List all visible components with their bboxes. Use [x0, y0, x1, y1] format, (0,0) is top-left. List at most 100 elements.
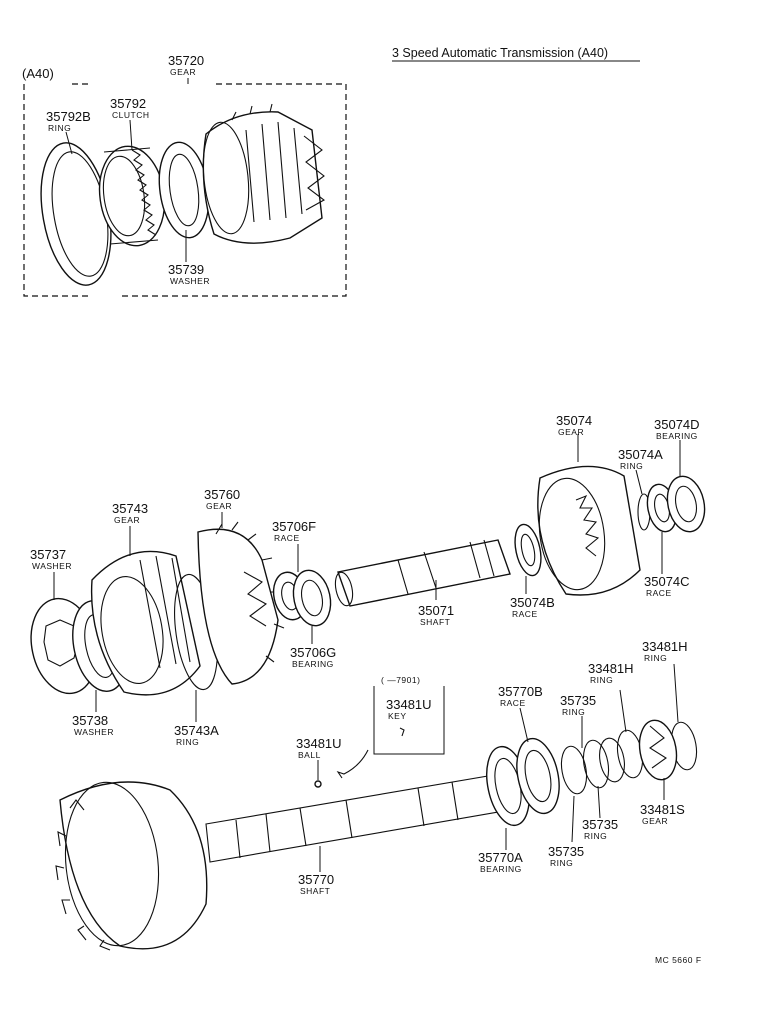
part-number: 35074 — [556, 413, 592, 428]
part-name: RACE — [512, 609, 538, 619]
part-number: 35735 — [560, 693, 596, 708]
part-number: 35706G — [290, 645, 336, 660]
a40-box-label: (A40) — [22, 66, 54, 81]
part-35770-shaft — [55, 775, 499, 951]
leader-35735-c — [571, 795, 575, 843]
leader-33481H-a — [619, 689, 627, 733]
part-number: 35792 — [110, 96, 146, 111]
part-name: RING — [562, 707, 585, 717]
part-name: BEARING — [656, 431, 698, 441]
part-name: RING — [48, 123, 71, 133]
leader-35792 — [129, 119, 133, 151]
part-name: RING — [176, 737, 199, 747]
part-number: 35770A — [478, 850, 523, 865]
key-install-arrow — [336, 749, 369, 779]
part-35074-gear — [537, 465, 641, 596]
part-name: RING — [644, 653, 667, 663]
part-35735-ring-set — [560, 737, 625, 795]
part-number: 35706F — [272, 519, 316, 534]
leader-35074A — [635, 469, 643, 495]
part-number: 35770B — [498, 684, 543, 699]
part-name: WASHER — [74, 727, 114, 737]
part-name: GEAR — [558, 427, 584, 437]
part-number: 35074C — [644, 574, 690, 589]
part-number: 35735 — [582, 817, 618, 832]
part-name: BEARING — [292, 659, 334, 669]
part-number: 35738 — [72, 713, 108, 728]
part-35074D-bearing — [666, 475, 706, 533]
part-name: RING — [620, 461, 643, 471]
part-number: 33481U — [386, 697, 432, 712]
part-name: GEAR — [170, 67, 196, 77]
part-number: 35071 — [418, 603, 454, 618]
part-name: RACE — [500, 698, 526, 708]
part-number: 35720 — [168, 53, 204, 68]
part-name: GEAR — [114, 515, 140, 525]
part-number: 35739 — [168, 262, 204, 277]
part-name: KEY — [388, 711, 407, 721]
part-number: 33481U — [296, 736, 342, 751]
part-35743-gear — [90, 550, 201, 696]
leader-35792B — [65, 131, 73, 155]
part-name: CLUTCH — [112, 110, 149, 120]
footer-code: MC 5660 F — [655, 955, 702, 965]
part-number: 35770 — [298, 872, 334, 887]
part-number: 35743A — [174, 723, 219, 738]
part-name: RING — [590, 675, 613, 685]
part-35706G-bearing — [292, 569, 332, 627]
part-name: GEAR — [642, 816, 668, 826]
part-35071-shaft — [334, 539, 511, 607]
leader-35770B — [519, 707, 529, 743]
part-name: RING — [550, 858, 573, 868]
diagram-title: 3 Speed Automatic Transmission (A40) — [392, 46, 608, 60]
leader-33481H-b — [673, 663, 679, 723]
part-number: 33481S — [640, 802, 685, 817]
part-name: SHAFT — [300, 886, 330, 896]
part-name: RACE — [646, 588, 672, 598]
part-number: 33481H — [642, 639, 688, 654]
part-35760-gear — [197, 521, 285, 685]
part-number: 35074A — [618, 447, 663, 462]
part-33481S-gear — [638, 719, 678, 781]
a40-box-border — [23, 83, 347, 297]
part-name: BALL — [298, 750, 321, 760]
part-number: 33481H — [588, 661, 634, 676]
part-name: SHAFT — [420, 617, 450, 627]
part-name: GEAR — [206, 501, 232, 511]
part-35720-gear — [202, 103, 326, 244]
part-name: RACE — [274, 533, 300, 543]
part-number: 35735 — [548, 844, 584, 859]
part-number: 35074B — [510, 595, 555, 610]
part-35074B-race — [514, 523, 542, 577]
key-date-range: ( —7901) — [381, 675, 420, 685]
part-name: RING — [584, 831, 607, 841]
part-35770B-race — [516, 737, 560, 815]
part-labels: 35720GEAR35792BRING35792CLUTCH35739WASHE… — [30, 53, 700, 896]
leader-35735-b — [597, 785, 601, 819]
